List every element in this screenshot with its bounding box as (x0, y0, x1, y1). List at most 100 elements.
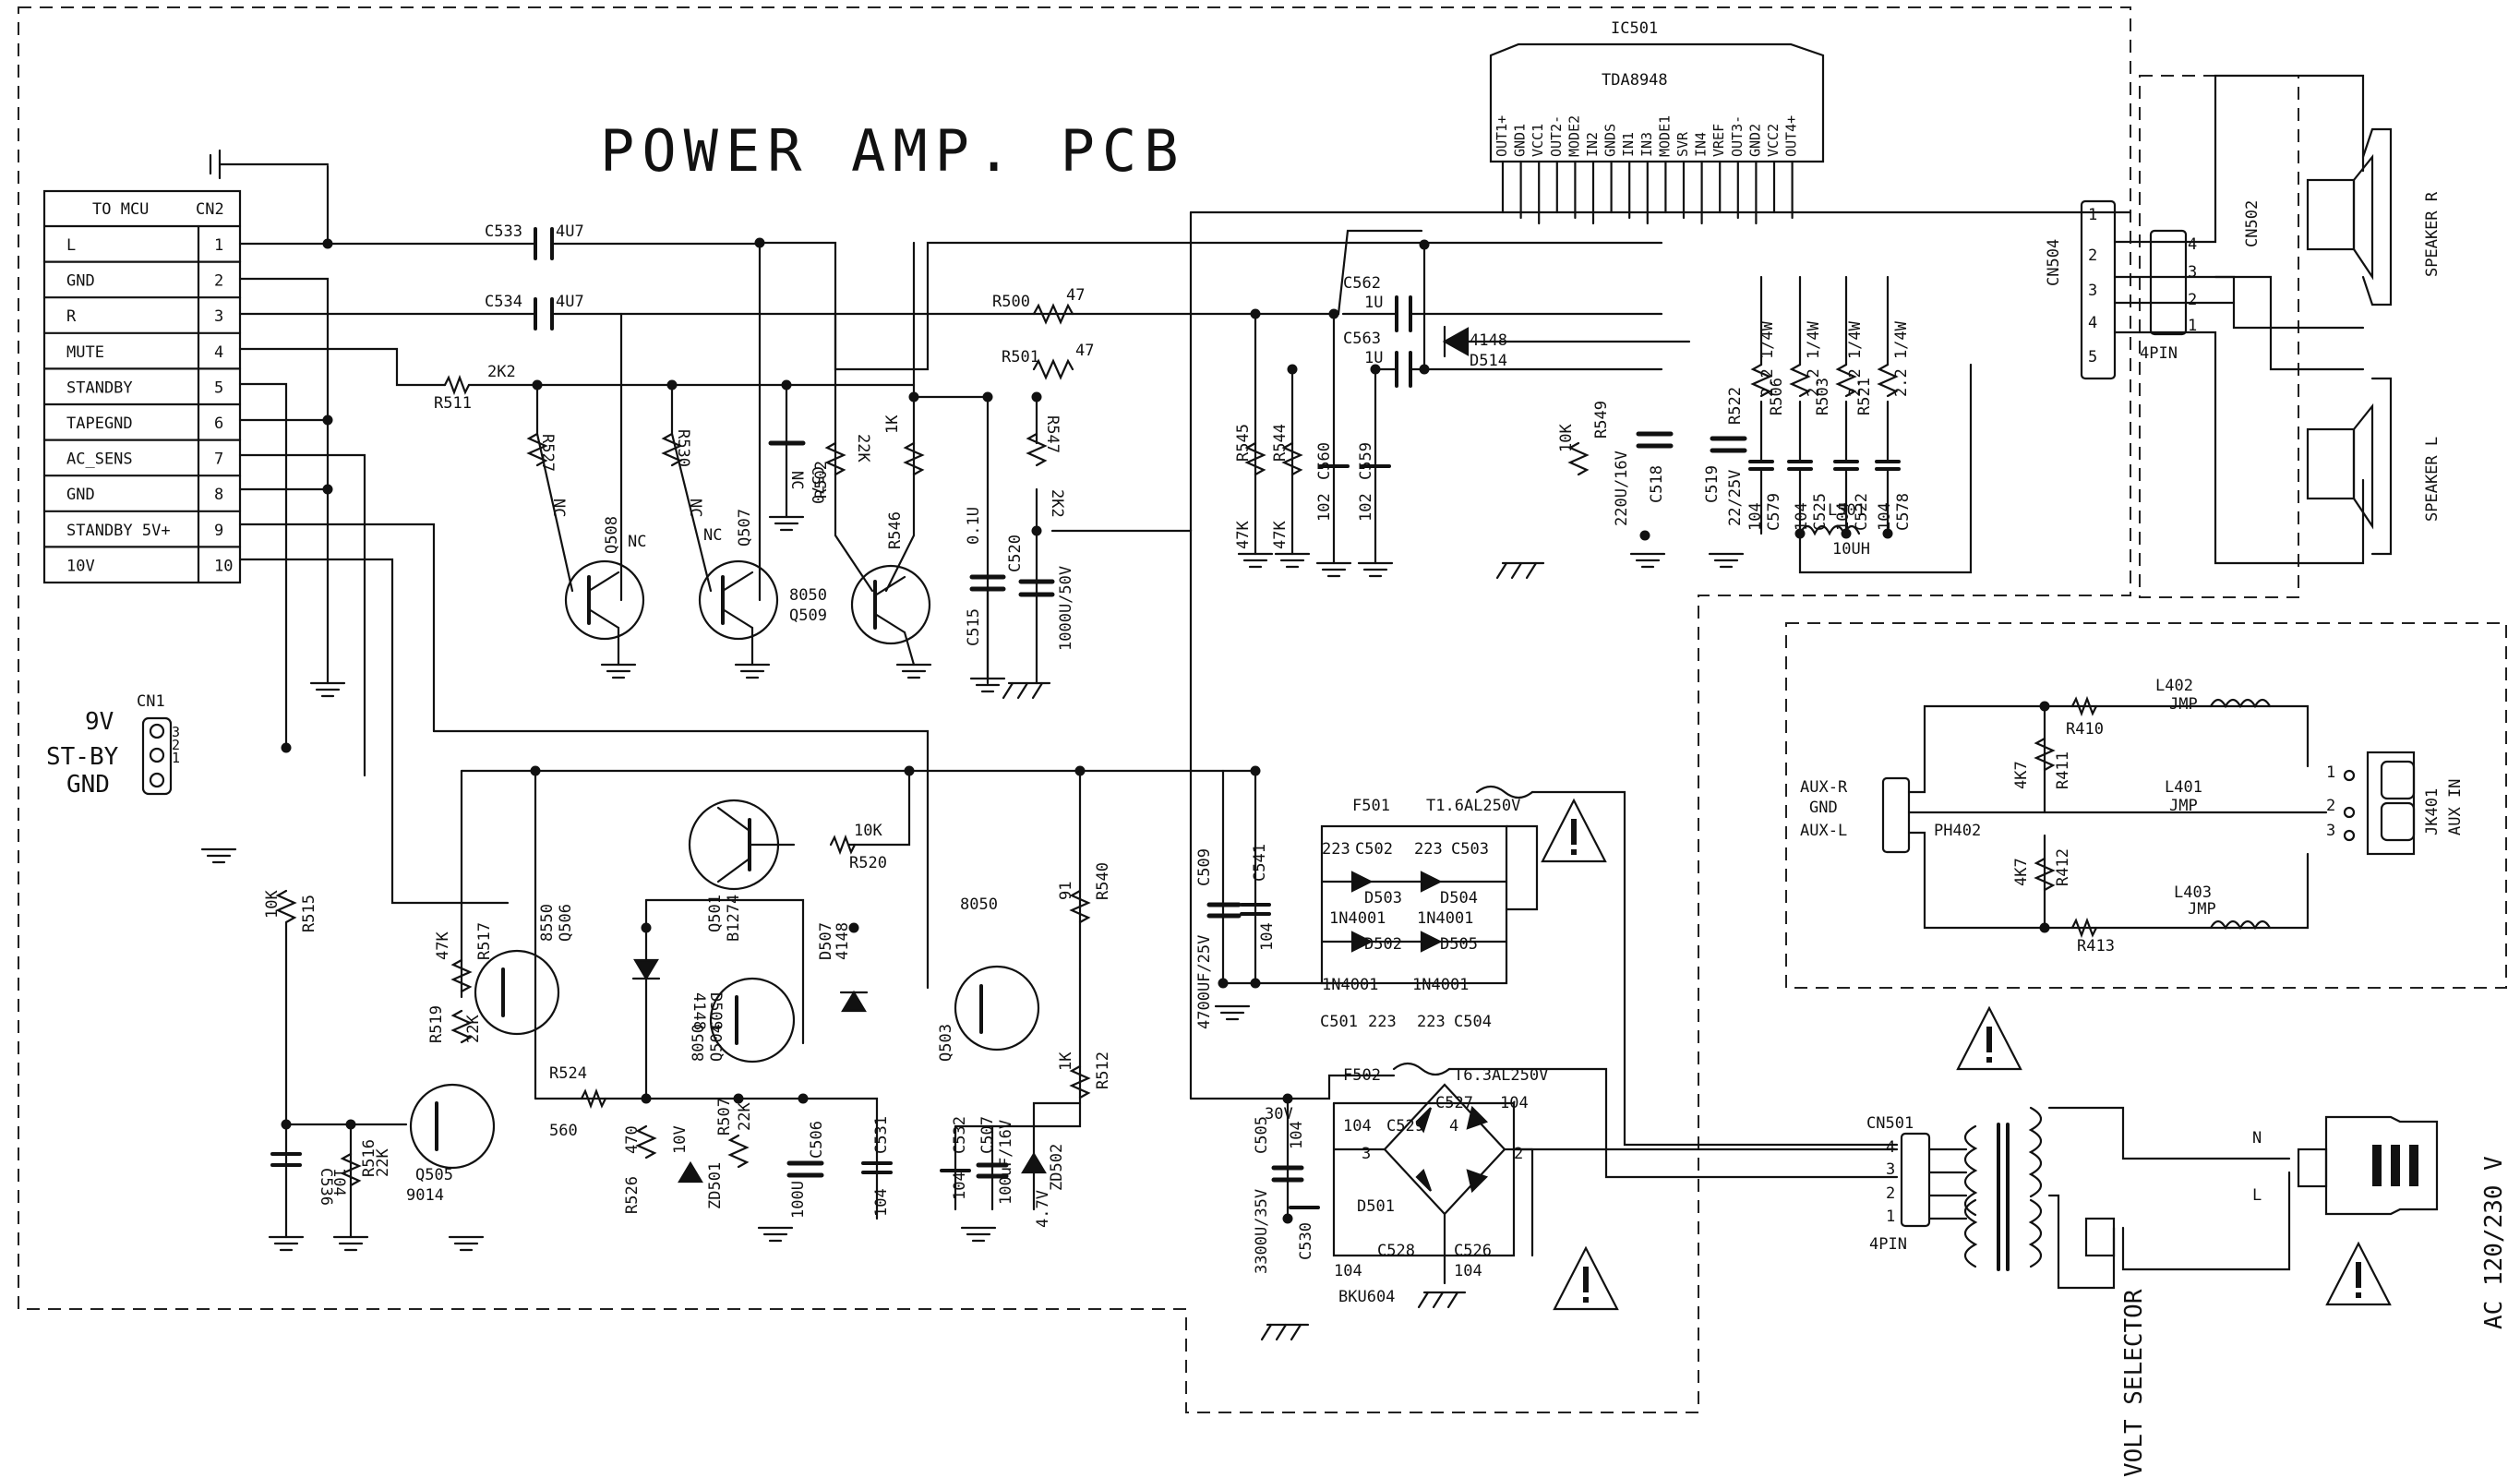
ground-symbols (200, 149, 1745, 1341)
capacitor-c520: C520 1000U/50V (1006, 535, 1075, 651)
svg-text:SPEAKER L: SPEAKER L (2423, 437, 2442, 522)
svg-text:100U: 100U (789, 1181, 808, 1219)
svg-text:Q504: Q504 (708, 1024, 726, 1062)
volt-selector-switch[interactable] (2084, 1217, 2116, 1257)
zobel-resistor-label: R522 (1726, 387, 1745, 425)
svg-text:BKU604: BKU604 (1338, 1288, 1395, 1306)
svg-text:100uF/16V: 100uF/16V (997, 1120, 1015, 1205)
resistor-r507: R507 22K (715, 1098, 754, 1169)
capacitor-c560: C560 102 (1315, 442, 1350, 522)
resistor-r520: 10K R520 (829, 822, 887, 872)
svg-text:C505: C505 (1253, 1116, 1271, 1154)
svg-text:CN1: CN1 (137, 692, 165, 711)
svg-text:3: 3 (2188, 263, 2197, 282)
board-title: POWER AMP. PCB (600, 117, 1186, 185)
cn2-pin-name: L (66, 236, 76, 255)
svg-text:1N4001: 1N4001 (1329, 909, 1386, 928)
ic-pin-wires (1501, 160, 1794, 225)
resistor-r540: 91 R540 (1057, 862, 1112, 924)
svg-text:C502: C502 (1355, 840, 1393, 859)
svg-text:104: 104 (1334, 1262, 1362, 1280)
svg-text:1N4001: 1N4001 (1412, 976, 1469, 994)
svg-text:R520: R520 (849, 854, 887, 872)
cn2-pin-name: AC_SENS (66, 451, 133, 469)
svg-text:2K2: 2K2 (1048, 489, 1066, 518)
aux-resistors: R410 4K7 R411 4K7 R412 R413 (2012, 695, 2115, 955)
resistor-r517: 47K R517 (434, 922, 494, 993)
capacitor-c515: 0.1U C515 (965, 507, 1006, 680)
svg-text:Q509: Q509 (789, 607, 827, 625)
cn2-pin-number: 2 (214, 272, 223, 291)
svg-text:560: 560 (549, 1122, 578, 1140)
svg-text:47K: 47K (434, 931, 452, 960)
diode-d507: D507 4148 (817, 922, 869, 1013)
svg-text:C528: C528 (1377, 1242, 1415, 1260)
resistor-r501 (1032, 358, 1074, 380)
svg-text:4: 4 (2088, 314, 2097, 332)
zobel-cap-value: 104 (1834, 502, 1853, 531)
svg-text:C559: C559 (1357, 442, 1375, 480)
cn2-pin-name: 10V (66, 557, 95, 575)
resistor-r549: 10K R549 220U/16V (1557, 401, 1631, 526)
ic-pin-label: IN2 (1584, 132, 1601, 157)
resistor-r544: R544 47K (1271, 424, 1303, 549)
svg-text:R516: R516 (360, 1139, 378, 1177)
speaker-l: SPEAKER L (2306, 377, 2442, 556)
svg-text:IC501: IC501 (1611, 19, 1658, 38)
svg-text:3: 3 (2088, 282, 2097, 300)
resistor-r500 (1032, 303, 1074, 325)
svg-text:C534: C534 (485, 293, 522, 311)
svg-text:22K: 22K (854, 434, 872, 463)
svg-text:Q503: Q503 (937, 1024, 955, 1062)
svg-text:SPEAKER R: SPEAKER R (2423, 191, 2442, 277)
svg-text:104: 104 (1343, 1117, 1372, 1136)
transistor-q503: 8050 Q503 (937, 895, 1040, 1062)
svg-text:47K: 47K (1234, 521, 1253, 549)
svg-text:22K: 22K (736, 1102, 754, 1131)
svg-text:AC 120/230 V: AC 120/230 V (2480, 1156, 2508, 1329)
resistor-r516: R516 22K (340, 1139, 392, 1187)
svg-text:C530: C530 (1297, 1222, 1315, 1260)
svg-text:4K7: 4K7 (2012, 761, 2031, 789)
svg-text:T1.6AL250V: T1.6AL250V (1426, 797, 1520, 815)
svg-text:C520: C520 (1006, 535, 1025, 572)
svg-text:1: 1 (2188, 317, 2197, 335)
svg-text:C509: C509 (1195, 848, 1214, 886)
capacitor-c534: C534 4U7 (485, 293, 584, 330)
svg-text:4.7V: 4.7V (1034, 1190, 1052, 1228)
svg-text:C526: C526 (1454, 1242, 1492, 1260)
ic-pin-label: VCC2 (1765, 124, 1782, 157)
svg-text:220U/16V: 220U/16V (1613, 451, 1631, 526)
zobel-resistor-value: 2.2 1/4W (1892, 320, 1911, 397)
ic-pin-label: OUT1+ (1494, 115, 1510, 157)
svg-text:223: 223 (1414, 840, 1443, 859)
ic-pin-label: SVR (1674, 131, 1691, 157)
svg-text:R412: R412 (2054, 848, 2072, 886)
svg-text:2: 2 (1886, 1184, 1895, 1203)
svg-text:22K: 22K (374, 1148, 392, 1177)
svg-text:L: L (2252, 1186, 2262, 1205)
svg-text:3: 3 (2326, 822, 2335, 840)
svg-text:Q505: Q505 (415, 1166, 453, 1184)
transistor-q504: 8050 Q504 (690, 977, 796, 1063)
svg-text:104: 104 (951, 1172, 969, 1200)
ic-pin-label: VREF (1710, 124, 1727, 157)
svg-text:0.1U: 0.1U (965, 507, 983, 545)
svg-text:1K: 1K (1057, 1051, 1075, 1071)
capacitor-c509: C509 4700UF/25V (1195, 848, 1242, 1029)
cn2-pin-number: 3 (214, 307, 223, 326)
transistor-q506: 8550 Q506 (474, 904, 575, 1036)
svg-text:10K: 10K (854, 822, 882, 840)
ph402-connector: AUX-R GND AUX-L PH402 (1800, 776, 1981, 854)
svg-text:8050: 8050 (789, 586, 827, 605)
svg-text:R530: R530 (674, 429, 692, 467)
svg-text:L402: L402 (2155, 677, 2193, 695)
svg-text:3: 3 (1362, 1145, 1371, 1163)
svg-text:C529: C529 (1386, 1117, 1424, 1136)
cn504-connector: CN504 12 345 (2045, 199, 2117, 380)
ic-pin-label: GNDS (1602, 124, 1619, 157)
svg-text:R527: R527 (538, 434, 557, 472)
